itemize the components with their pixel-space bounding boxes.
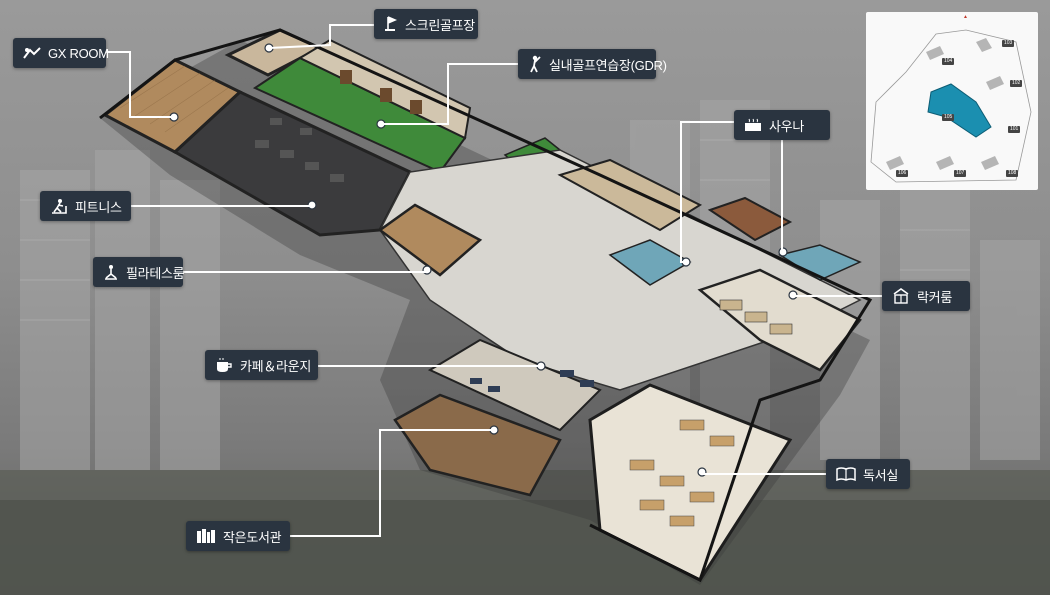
label-text: 독서실 [863,467,898,483]
treadmill-icon [52,199,67,214]
label-sauna[interactable]: 사우나 [734,110,830,140]
label-text: 작은도서관 [223,529,282,545]
site-minimap: ▲ 103 104 102 105 101 106 107 108 [866,12,1038,190]
library-area [393,393,562,497]
compass-icon: ▲ [963,14,968,20]
books-icon [197,529,215,543]
label-text: 사우나 [769,118,804,134]
building-tag: 101 [1008,126,1021,133]
golfer-icon [530,55,541,73]
golf-flag-icon [385,16,398,31]
minimap-outline [870,29,1032,183]
sauna-area [557,158,703,232]
label-text: 스크린골프장 [405,17,475,33]
building-tag: 103 [1002,40,1015,47]
label-gx-room[interactable]: GX ROOM [13,38,109,68]
label-indoor-golf[interactable]: 실내골프연습장(GDR) [518,49,667,79]
label-reading[interactable]: 독서실 [826,459,910,489]
label-cafe[interactable]: 카페＆라운지 [205,350,318,380]
locker-area [697,268,862,372]
pilates-icon [105,265,117,280]
label-library[interactable]: 작은도서관 [186,521,290,551]
locker-icon [893,288,909,304]
label-text: 락커룸 [917,289,952,305]
building-tag: 107 [954,170,967,177]
dumbbell-icon [23,47,41,59]
coffee-cup-icon [217,358,232,372]
reading-area [588,383,793,582]
highlight-building [927,83,992,138]
label-pilates[interactable]: 필라테스룸 [93,257,185,287]
label-text: GX ROOM [48,45,109,61]
label-fitness[interactable]: 피트니스 [40,191,131,221]
pilates-area [377,203,483,277]
building-tag: 104 [942,58,955,65]
cafe-area [427,338,602,432]
building-tag: 106 [896,170,909,177]
building-tag: 108 [1006,170,1019,177]
label-text: 실내골프연습장(GDR) [549,57,667,73]
building-tag: 102 [1010,80,1023,87]
label-text: 피트니스 [75,199,122,215]
label-text: 카페＆라운지 [240,358,312,374]
open-book-icon [836,467,856,481]
sauna-icon [745,118,761,131]
label-text: 필라테스룸 [126,265,185,281]
label-locker[interactable]: 락커룸 [882,281,970,311]
building-tag: 105 [942,114,955,121]
label-screen-golf[interactable]: 스크린골프장 [374,9,478,39]
